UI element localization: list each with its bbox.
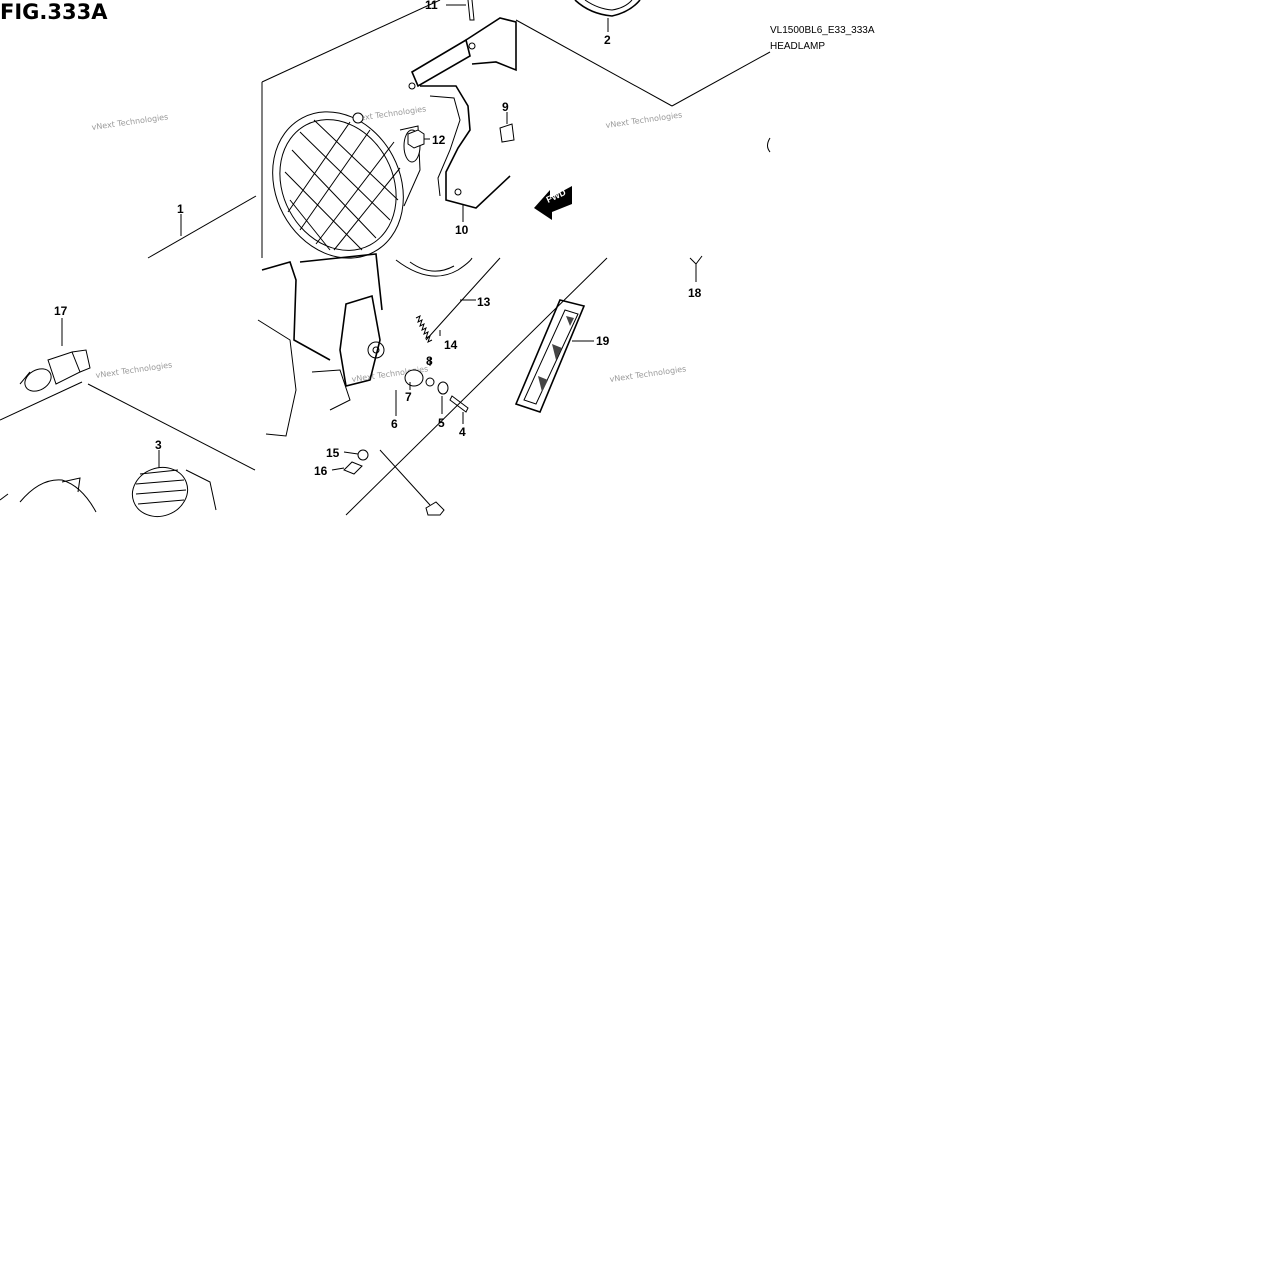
callout-18: 18 [688,286,702,300]
callout-10: 10 [455,223,469,237]
callout-12: 12 [432,133,446,147]
watermark: vNext Technologies [605,110,683,130]
watermark: vNext Technologies [91,112,169,132]
callout-19: 19 [596,334,610,348]
collar-part-15-16 [343,449,369,475]
callout-16: 16 [314,464,328,478]
callout-6: 6 [391,417,398,431]
adjuster-hardware-part [404,369,469,413]
figure-title: FIG.333A [0,0,108,24]
section-leader-line [671,51,771,107]
watermark: vNext Technologies [95,360,173,380]
callout-4: 4 [459,425,466,439]
callout-17: 17 [54,304,68,318]
callout-14: 14 [444,338,458,352]
headlamp-bracket-part [408,17,517,209]
side-reflector-part [514,299,594,413]
nut-part-12 [352,112,430,149]
callouts: 1 2 3 4 5 6 7 8 9 10 11 12 13 14 15 16 1… [54,0,702,478]
fwd-arrow-icon: FWD [534,186,572,220]
callout-3: 3 [155,438,162,452]
model-code: VL1500BL6_E33_333A [770,25,875,36]
callout-13: 13 [477,295,491,309]
callout-2: 2 [604,33,611,47]
callout-8: 8 [426,354,433,368]
pin-part-18 [689,255,703,282]
callout-15: 15 [326,446,340,460]
headlamp-rim-part [574,0,641,17]
callout-5: 5 [438,416,445,430]
lower-bracket-part [257,253,473,437]
socket-housing-part [0,466,217,518]
watermark: vNext Technologies [609,364,687,384]
headlamp-unit-part [272,111,421,259]
section-title: HEADLAMP [770,41,825,52]
callout-1: 1 [177,202,184,216]
callout-leader-lines [61,18,609,471]
callout-9: 9 [502,100,509,114]
bottom-bolt-part [379,449,445,516]
callout-11: 11 [425,0,438,12]
bulb-part [19,349,91,392]
callout-7: 7 [405,390,412,404]
bolt-part-11 [446,0,475,21]
assembly-outline [0,0,771,516]
adjuster-spring-part [415,257,501,343]
clip-part-9 [499,112,515,143]
